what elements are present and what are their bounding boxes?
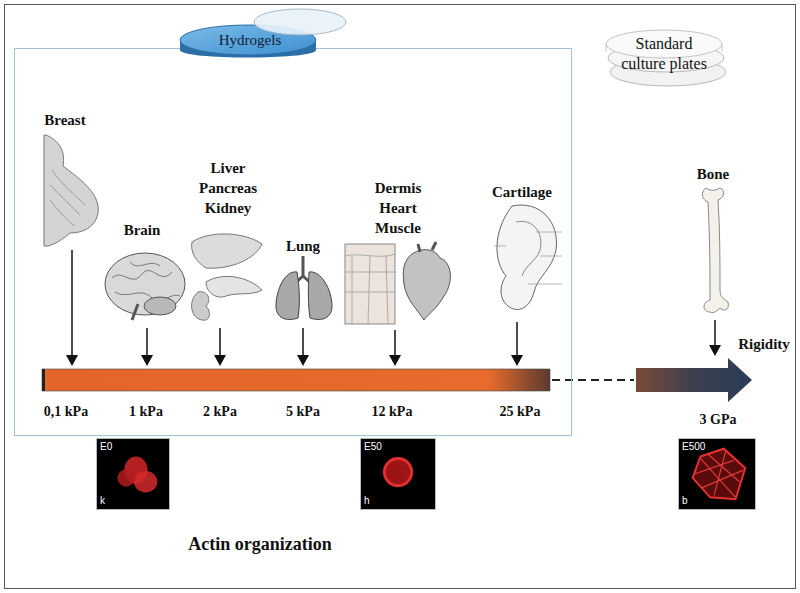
rigidity-scale [42,369,550,391]
tissue-label: Dermis Heart Muscle [366,178,430,238]
tissue-label: Lung [286,236,320,256]
stiffness-value: 12 kPa [372,402,413,422]
stiffness-value: 25 kPa [500,402,541,422]
indicator-arrows [302,328,304,358]
indicator-arrows [394,330,396,358]
liver-pancreas-kidney-illustration [192,234,262,320]
indicator-arrows [389,355,401,366]
panel-letter: b [682,495,688,507]
indicator-arrows [71,250,73,358]
tissue-label: Breast [44,110,85,130]
axis-label: Rigidity [738,334,790,354]
micrograph-image [134,471,157,492]
brain-illustration [112,262,180,301]
brain-illustration [144,297,176,315]
rigidity-scale [42,358,752,402]
panel-letter: h [364,495,370,507]
tissue-label: Bone [697,164,730,184]
brain-illustration [132,304,138,320]
sample-code: E500 [682,441,705,453]
micrograph-box: E0 k [96,438,170,510]
tissue-label: Liver Pancreas Kidney [191,158,265,218]
indicator-arrows [516,322,518,358]
liver-pancreas-kidney-illustration [192,292,210,321]
breast-illustration [44,135,98,246]
stiffness-value: 0,1 kPa [44,402,88,422]
rigidity-scale [552,379,634,381]
stiffness-value: 5 kPa [286,402,320,422]
frame [5,5,796,589]
breast-illustration [50,170,85,226]
indicator-arrows [709,345,721,356]
stiffness-value: 1 kPa [129,402,163,422]
micrograph-box: E50 h [360,438,436,510]
brain-illustration [105,253,185,320]
dermis-heart-illustration [418,242,436,252]
breast-illustration [44,135,98,246]
micrograph-image [117,469,135,487]
caption-label: Actin organization [188,534,332,554]
ear-illustration [494,232,562,284]
panel-heading: Hydrogels [219,31,282,49]
liver-pancreas-kidney-illustration [206,276,262,297]
plate-label: Standard culture plates [614,34,714,74]
rigidity-scale [42,369,45,391]
dermis-heart-illustration [345,254,395,324]
bone-illustration [702,188,728,313]
micrograph-image [693,449,746,500]
lung-illustration [276,272,299,320]
indicator-arrows [66,355,78,366]
indicator-arrows [714,320,716,348]
petri-dish-icon [254,9,346,35]
lung-illustration [308,272,332,320]
micrograph-image [384,458,411,485]
indicator-arrows [219,328,221,358]
indicator-arrows [297,355,309,366]
dermis-heart-illustration [403,250,450,320]
micrograph-image [695,451,744,498]
tissue-label: Brain [124,220,161,240]
panel-letter: k [100,495,105,507]
sample-code: E50 [364,441,382,453]
micrograph-box: E500 b [678,438,756,510]
indicator-arrows [146,328,148,358]
dermis-heart-illustration [345,242,450,324]
ear-illustration [497,205,557,310]
stiffness-value: 2 kPa [203,402,237,422]
indicator-arrows [141,355,153,366]
ear-illustration [516,221,541,276]
liver-pancreas-kidney-illustration [192,234,262,268]
indicator-arrows [214,355,226,366]
bone-illustration [702,188,728,313]
brain-illustration [105,253,185,315]
indicator-arrows [66,250,721,366]
rigidity-scale [636,358,752,402]
ear-illustration [494,205,562,310]
tissue-label: Cartilage [492,182,552,202]
indicator-arrows [511,355,523,366]
culture-plates-icon [606,30,726,86]
sample-code: E0 [100,441,112,453]
stiffness-value: 3 GPa [700,410,737,430]
lung-illustration [276,256,332,320]
dermis-heart-illustration [345,244,395,324]
